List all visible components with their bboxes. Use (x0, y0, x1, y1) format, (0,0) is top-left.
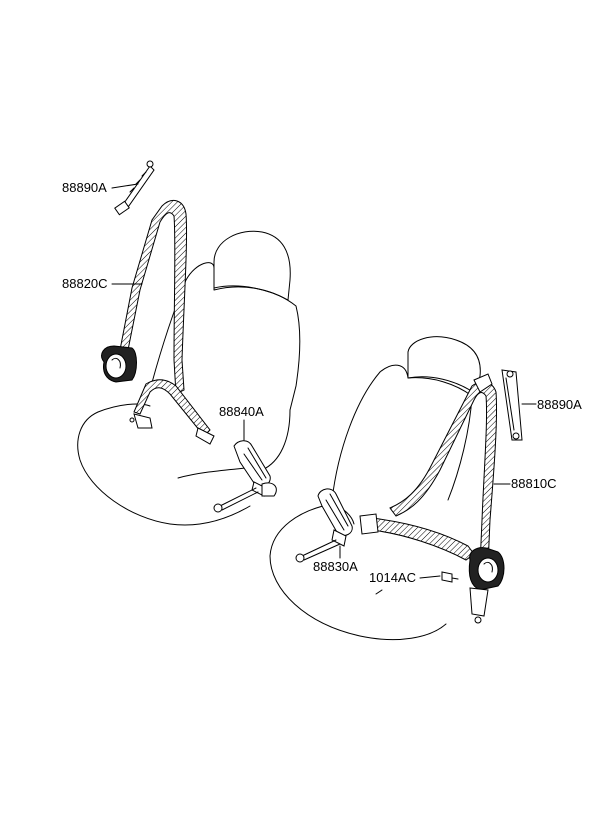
bolt (441, 571, 459, 583)
callout-88840a: 88840A (219, 404, 264, 441)
right-buckle (295, 488, 353, 563)
part-label: 88820C (62, 276, 108, 291)
right-seat (269, 336, 481, 641)
callout-88820c: 88820C (62, 276, 143, 291)
callout-88890a-right: 88890A (521, 397, 582, 412)
left-belt (101, 199, 215, 445)
left-seat-back (185, 262, 301, 411)
part-label: 88890A (62, 180, 107, 195)
left-headrest (213, 230, 291, 301)
left-buckle (213, 440, 277, 513)
left-seat-cushion (77, 411, 251, 526)
part-label: 1014AC (369, 570, 416, 585)
callout-1014ac: 1014AC (369, 570, 441, 585)
part-label: 88830A (313, 559, 358, 574)
right-upper-anchor (501, 369, 523, 441)
callout-88830a: 88830A (313, 545, 358, 574)
part-label: 88840A (219, 404, 264, 419)
callout-88890a-left: 88890A (62, 180, 139, 195)
part-label: 88810C (511, 476, 557, 491)
part-label: 88890A (537, 397, 582, 412)
callout-88810c: 88810C (493, 476, 557, 491)
right-headrest (407, 336, 481, 395)
left-upper-anchor (114, 160, 155, 216)
right-seat-cushion (269, 503, 447, 641)
right-seat-back (379, 364, 473, 501)
right-belt (359, 373, 505, 624)
